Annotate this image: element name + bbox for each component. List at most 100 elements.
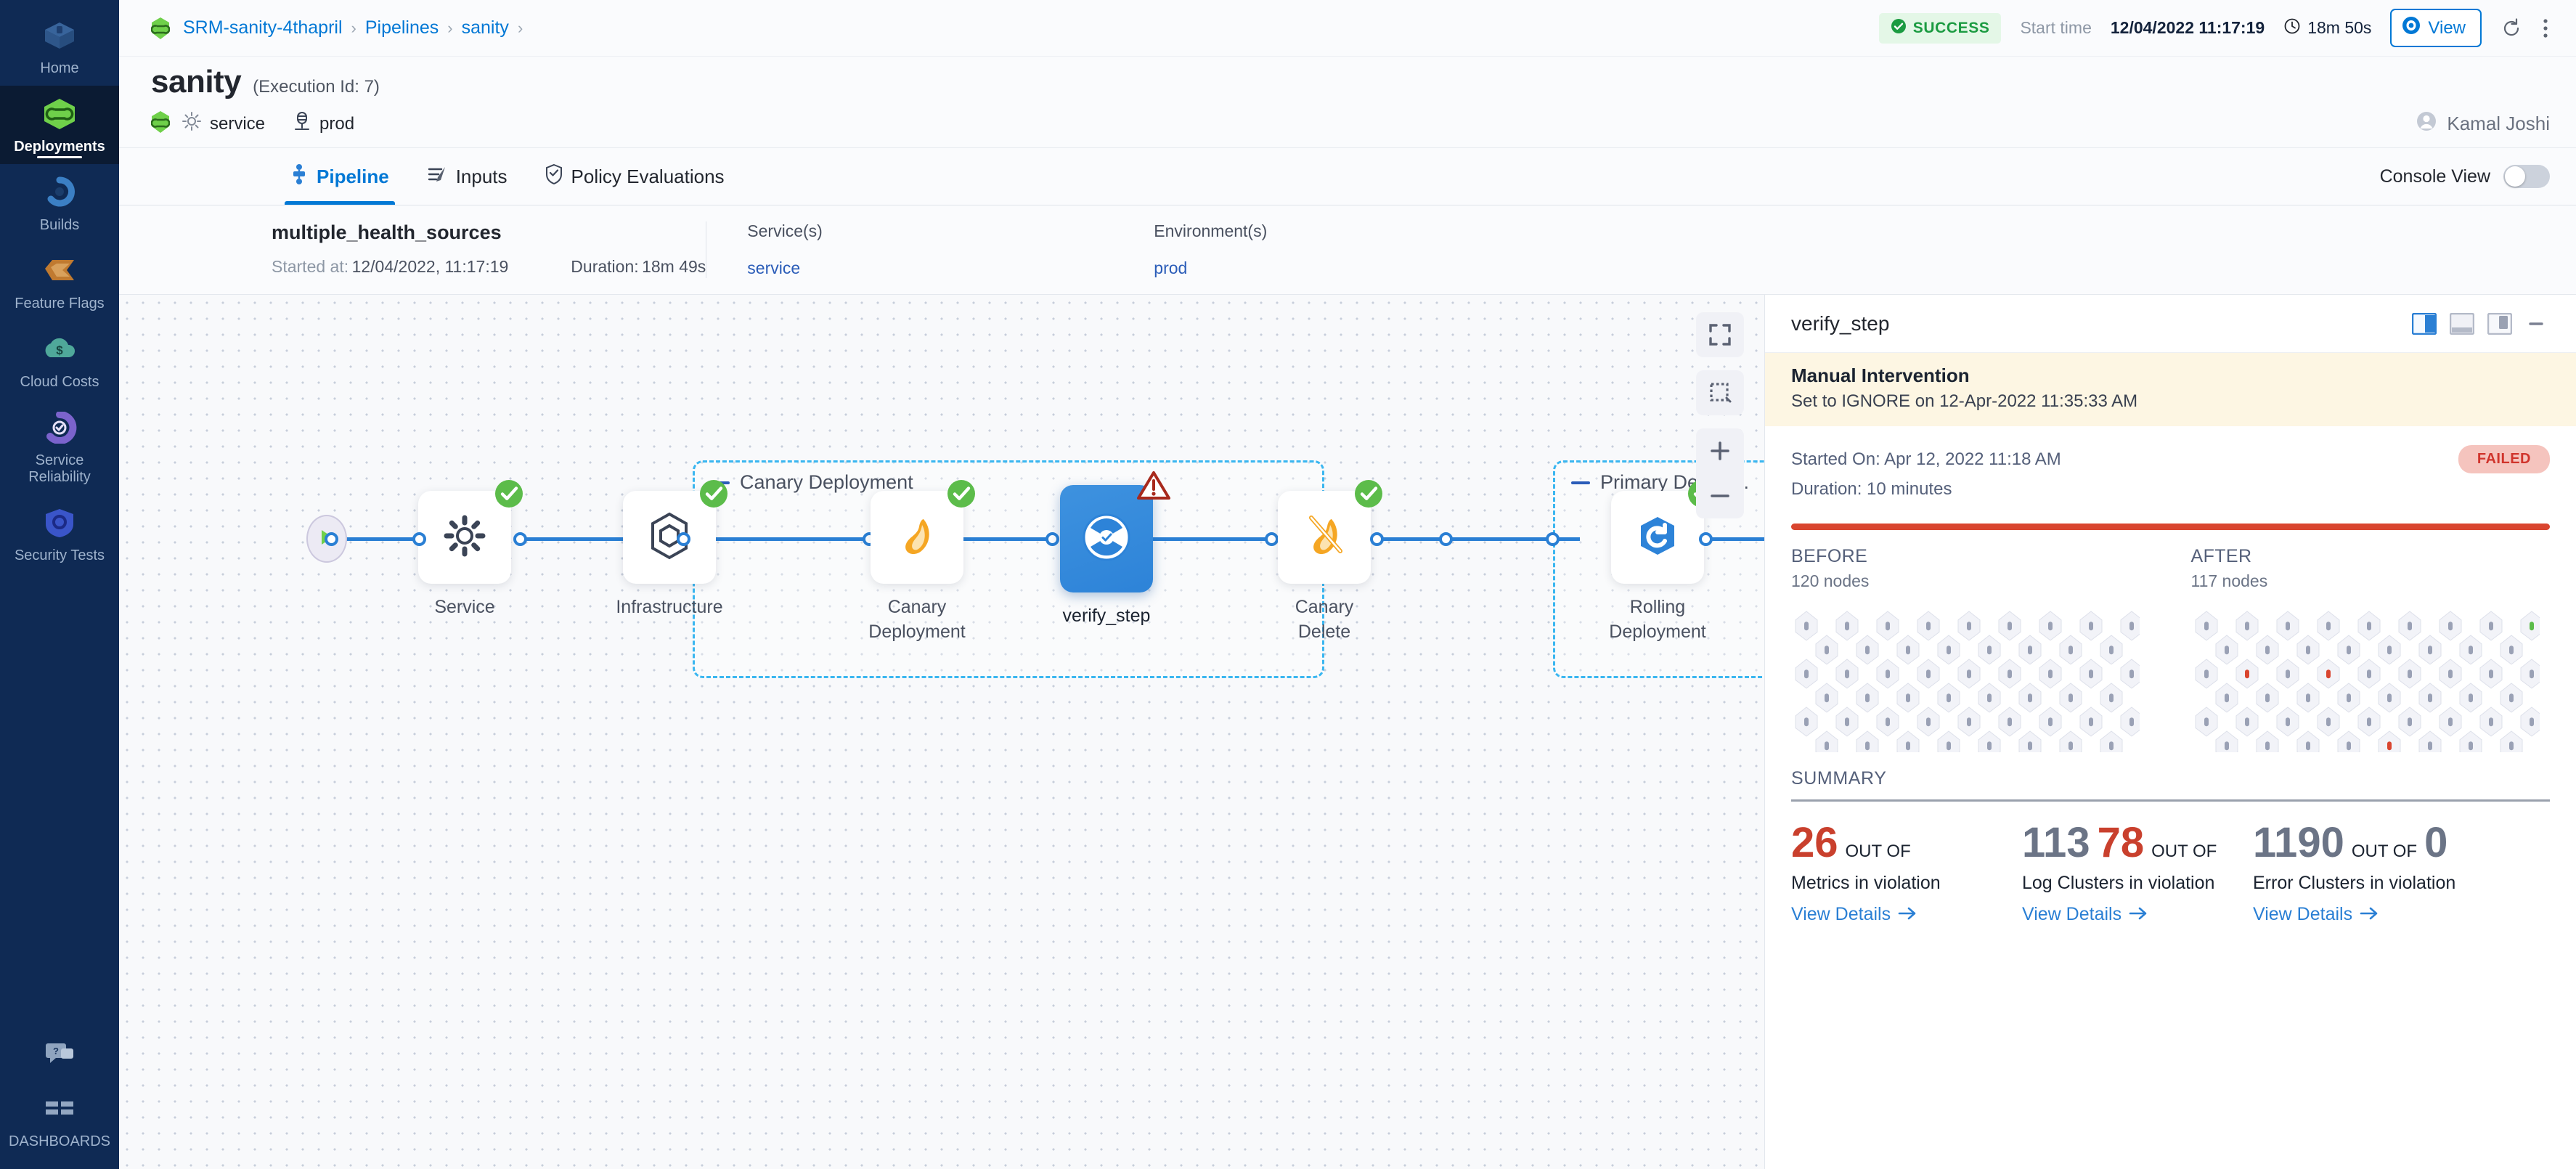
execution-id-label: (Execution Id: 7) xyxy=(253,77,380,97)
arrow-right-icon xyxy=(2129,904,2148,925)
started-on: Started On: Apr 12, 2022 11:18 AM xyxy=(1791,449,2061,469)
stat-line: 1190 OUT OF 0 xyxy=(2253,821,2471,864)
view-details-link[interactable]: View Details xyxy=(1791,904,1917,925)
minimize-icon[interactable] xyxy=(2525,313,2550,335)
sidebar-item-deployments[interactable]: Deployments xyxy=(0,86,119,164)
gear-icon xyxy=(442,513,487,562)
view-details-link[interactable]: View Details xyxy=(2253,904,2379,925)
view-details-label: View Details xyxy=(1791,904,1891,925)
group-label: Canary Deployment xyxy=(711,471,913,494)
sidebar-item-dashboards[interactable]: DASHBOARDS xyxy=(0,1080,119,1169)
pipeline-node-rolling-deployment[interactable]: Rolling Deployment xyxy=(1609,480,1716,645)
builds-icon xyxy=(38,174,81,211)
status-success-icon xyxy=(946,478,977,509)
sidebar-item-label: Security Tests xyxy=(14,547,105,563)
pipeline-node-canary-delete[interactable]: Canary Delete xyxy=(1278,480,1382,645)
canary-deploy-icon xyxy=(894,513,939,562)
split-bottom-icon[interactable] xyxy=(2449,312,2475,335)
step-details-panel: verify_step xyxy=(1764,295,2576,1169)
sidebar-item-security-tests[interactable]: Security Tests xyxy=(0,494,119,573)
sidebar-help-button[interactable]: ? xyxy=(0,1025,119,1080)
sidebar-item-service-reliability[interactable]: Service Reliability xyxy=(0,399,119,494)
panel-title: verify_step xyxy=(1791,311,1890,335)
status-success-icon xyxy=(698,478,729,509)
stat-outof-label: OUT OF xyxy=(2351,841,2418,861)
before-node-count: 120 nodes xyxy=(1791,571,1870,590)
before-node-hive[interactable] xyxy=(1791,607,2151,752)
port xyxy=(1439,532,1453,546)
group-canary-deployment[interactable]: Canary Deployment xyxy=(693,460,1324,678)
zoom-in-icon[interactable] xyxy=(1696,428,1744,473)
feature-flags-icon xyxy=(38,253,81,289)
step-status-badge: FAILED xyxy=(2458,445,2550,473)
pipeline-canvas[interactable]: Canary Deployment Primary Deploy... xyxy=(119,295,1764,1169)
switch-knob xyxy=(2505,166,2525,187)
zoom-out-icon[interactable] xyxy=(1696,473,1744,518)
group-label-text: Canary Deployment xyxy=(740,471,913,493)
view-details-link[interactable]: View Details xyxy=(2022,904,2148,925)
edge-verify-delete xyxy=(1074,537,1271,541)
harness-leaf-icon xyxy=(150,110,171,137)
breadcrumb-bar: SRM-sanity-4thapril › Pipelines › sanity… xyxy=(119,0,2576,57)
breadcrumb-item-1[interactable]: Pipelines xyxy=(364,17,439,38)
tab-policy-evaluations[interactable]: Policy Evaluations xyxy=(526,148,743,205)
node-card[interactable] xyxy=(418,480,523,584)
deployments-icon xyxy=(38,96,81,132)
tab-label: Policy Evaluations xyxy=(571,165,725,187)
cloud-costs-icon: $ xyxy=(38,331,81,367)
view-button[interactable]: View xyxy=(2390,9,2482,47)
status-warning-icon xyxy=(1137,471,1170,501)
tab-pipeline[interactable]: Pipeline xyxy=(272,148,408,205)
node-label: Service xyxy=(434,597,495,617)
after-node-count: 117 nodes xyxy=(2190,571,2268,590)
refresh-icon[interactable] xyxy=(2500,17,2522,39)
user-menu[interactable]: Kamal Joshi xyxy=(2416,110,2550,137)
breadcrumb-item-2[interactable]: sanity xyxy=(461,17,509,38)
node-card[interactable] xyxy=(623,480,727,584)
node-card[interactable] xyxy=(1611,480,1716,584)
more-vertical-icon[interactable] xyxy=(2541,17,2550,39)
panel-header: verify_step xyxy=(1765,295,2576,353)
user-name: Kamal Joshi xyxy=(2447,113,2550,134)
console-view-switch[interactable] xyxy=(2503,165,2550,188)
before-column: BEFORE 120 nodes xyxy=(1791,546,2151,752)
pipeline-node-service[interactable]: Service xyxy=(418,480,523,620)
edge-rolling-end xyxy=(1705,537,1764,541)
sidebar-item-feature-flags[interactable]: Feature Flags xyxy=(0,243,119,321)
node-card[interactable] xyxy=(871,480,975,584)
sidebar-item-cloud-costs[interactable]: $ Cloud Costs xyxy=(0,321,119,399)
breadcrumb: SRM-sanity-4thapril › Pipelines › sanity… xyxy=(150,17,523,40)
pipeline-icon xyxy=(290,163,308,190)
tab-inputs[interactable]: Inputs xyxy=(408,148,526,205)
split-right-icon[interactable] xyxy=(2411,312,2437,335)
sidebar-item-builds[interactable]: Builds xyxy=(0,164,119,243)
sidebar-item-label: Cloud Costs xyxy=(20,374,99,390)
run-info-text: Started On: Apr 12, 2022 11:18 AM Durati… xyxy=(1791,445,2061,505)
dashboards-grid-icon xyxy=(38,1091,81,1127)
selection-box-icon[interactable] xyxy=(1696,370,1744,415)
pipeline-node-verify-step[interactable]: verify_step xyxy=(1060,471,1170,629)
pipeline-node-canary-deployment[interactable]: Canary Deployment xyxy=(868,480,975,645)
pipeline-node-infrastructure[interactable]: Infrastructure xyxy=(616,480,727,620)
services-column: Service(s) service xyxy=(747,221,1154,278)
stat-total-prev: 113 xyxy=(2022,818,2090,866)
breadcrumb-item-0[interactable]: SRM-sanity-4thapril xyxy=(183,17,343,38)
main-area: SRM-sanity-4thapril › Pipelines › sanity… xyxy=(119,0,2576,1169)
verify-gauge-icon xyxy=(1081,512,1132,566)
node-card[interactable] xyxy=(1060,471,1170,592)
collapse-dash-icon[interactable] xyxy=(1571,481,1590,484)
environments-value[interactable]: prod xyxy=(1154,258,1188,277)
zoom-controls xyxy=(1696,428,1744,518)
chat-help-icon: ? xyxy=(38,1035,81,1072)
services-value[interactable]: service xyxy=(747,258,801,277)
sidebar-item-home[interactable]: Home xyxy=(0,7,119,86)
fit-to-screen-icon[interactable] xyxy=(1696,312,1744,357)
after-node-hive[interactable] xyxy=(2191,607,2550,752)
svg-text:$: $ xyxy=(56,343,63,357)
node-label: Canary Delete xyxy=(1295,597,1354,642)
split-left-icon[interactable] xyxy=(2487,312,2513,335)
node-card[interactable] xyxy=(1278,480,1382,584)
status-badge: SUCCESS xyxy=(1878,12,2002,44)
page-header: sanity (Execution Id: 7) xyxy=(119,57,2576,147)
